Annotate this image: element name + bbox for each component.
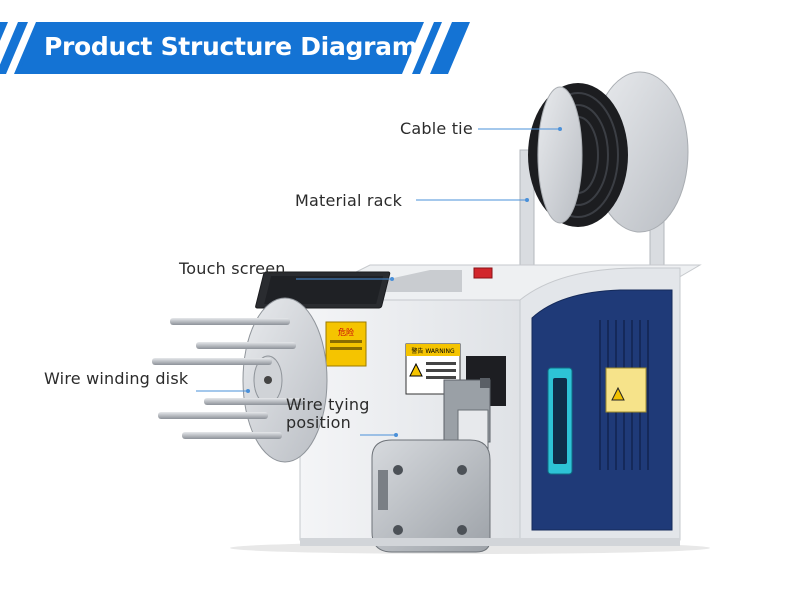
wire-tying-label-line1: Wire tying xyxy=(286,395,370,414)
wire-winding-disk-label: Wire winding disk xyxy=(44,369,189,388)
wire-tying-position-label: Wire tying position xyxy=(286,396,396,432)
wire-tying-label-line2: position xyxy=(286,413,351,432)
cable-tie-label: Cable tie xyxy=(400,119,473,138)
wire-winding-disk xyxy=(152,297,328,463)
title-banner xyxy=(0,22,470,74)
page-title: Product Structure Diagram xyxy=(44,32,418,61)
material-rack-label: Material rack xyxy=(295,191,403,210)
touch-screen-label: Touch screen xyxy=(179,259,286,278)
left-sticker-title: 危险 xyxy=(338,327,354,337)
machine-body: 危险 警告 WARNING xyxy=(255,264,702,553)
right-sticker-title: 警告 WARNING xyxy=(411,347,455,355)
cable-tie-spool xyxy=(528,71,689,233)
